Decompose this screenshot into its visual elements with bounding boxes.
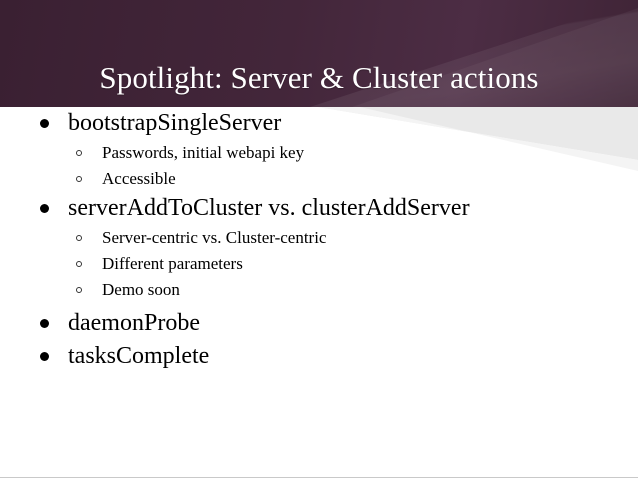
bullet-label: bootstrapSingleServer — [68, 110, 282, 136]
hollow-circle-bullet-icon — [76, 261, 82, 267]
filled-circle-bullet-icon — [40, 319, 49, 328]
bullet-list: bootstrapSingleServer Passwords, initial… — [0, 107, 638, 373]
sub-bullet-list: Passwords, initial webapi key Accessible — [0, 140, 638, 192]
sub-bullet-label: Passwords, initial webapi key — [102, 143, 305, 162]
hollow-circle-bullet-icon — [76, 176, 82, 182]
slide-header-band — [0, 0, 638, 107]
sub-bullet-label: Server-centric vs. Cluster-centric — [102, 228, 327, 247]
filled-circle-bullet-icon — [40, 204, 49, 213]
sub-bullet-label: Different parameters — [102, 254, 243, 273]
sub-bullet-item: Accessible — [0, 166, 638, 192]
bullet-item: tasksComplete — [0, 340, 638, 373]
sub-bullet-item: Server-centric vs. Cluster-centric — [0, 225, 638, 251]
bullet-item: serverAddToCluster vs. clusterAddServer — [0, 192, 638, 225]
bullet-label: tasksComplete — [68, 343, 210, 369]
sub-bullet-label: Demo soon — [102, 280, 180, 299]
hollow-circle-bullet-icon — [76, 235, 82, 241]
slide-content: bootstrapSingleServer Passwords, initial… — [0, 107, 638, 479]
slide-title: Spotlight: Server & Cluster actions — [99, 59, 539, 95]
sub-bullet-list: Server-centric vs. Cluster-centric Diffe… — [0, 225, 638, 303]
hollow-circle-bullet-icon — [76, 287, 82, 293]
filled-circle-bullet-icon — [40, 352, 49, 361]
sub-bullet-item: Demo soon — [0, 277, 638, 303]
filled-circle-bullet-icon — [40, 119, 49, 128]
sub-bullet-item: Different parameters — [0, 251, 638, 277]
bullet-item: daemonProbe — [0, 307, 638, 340]
bullet-item: bootstrapSingleServer — [0, 107, 638, 140]
sub-bullet-item: Passwords, initial webapi key — [0, 140, 638, 166]
bullet-label: daemonProbe — [68, 310, 200, 336]
hollow-circle-bullet-icon — [76, 150, 82, 156]
bullet-label: serverAddToCluster vs. clusterAddServer — [68, 195, 470, 221]
sub-bullet-label: Accessible — [102, 169, 176, 188]
slide-bottom-rule — [0, 477, 638, 478]
